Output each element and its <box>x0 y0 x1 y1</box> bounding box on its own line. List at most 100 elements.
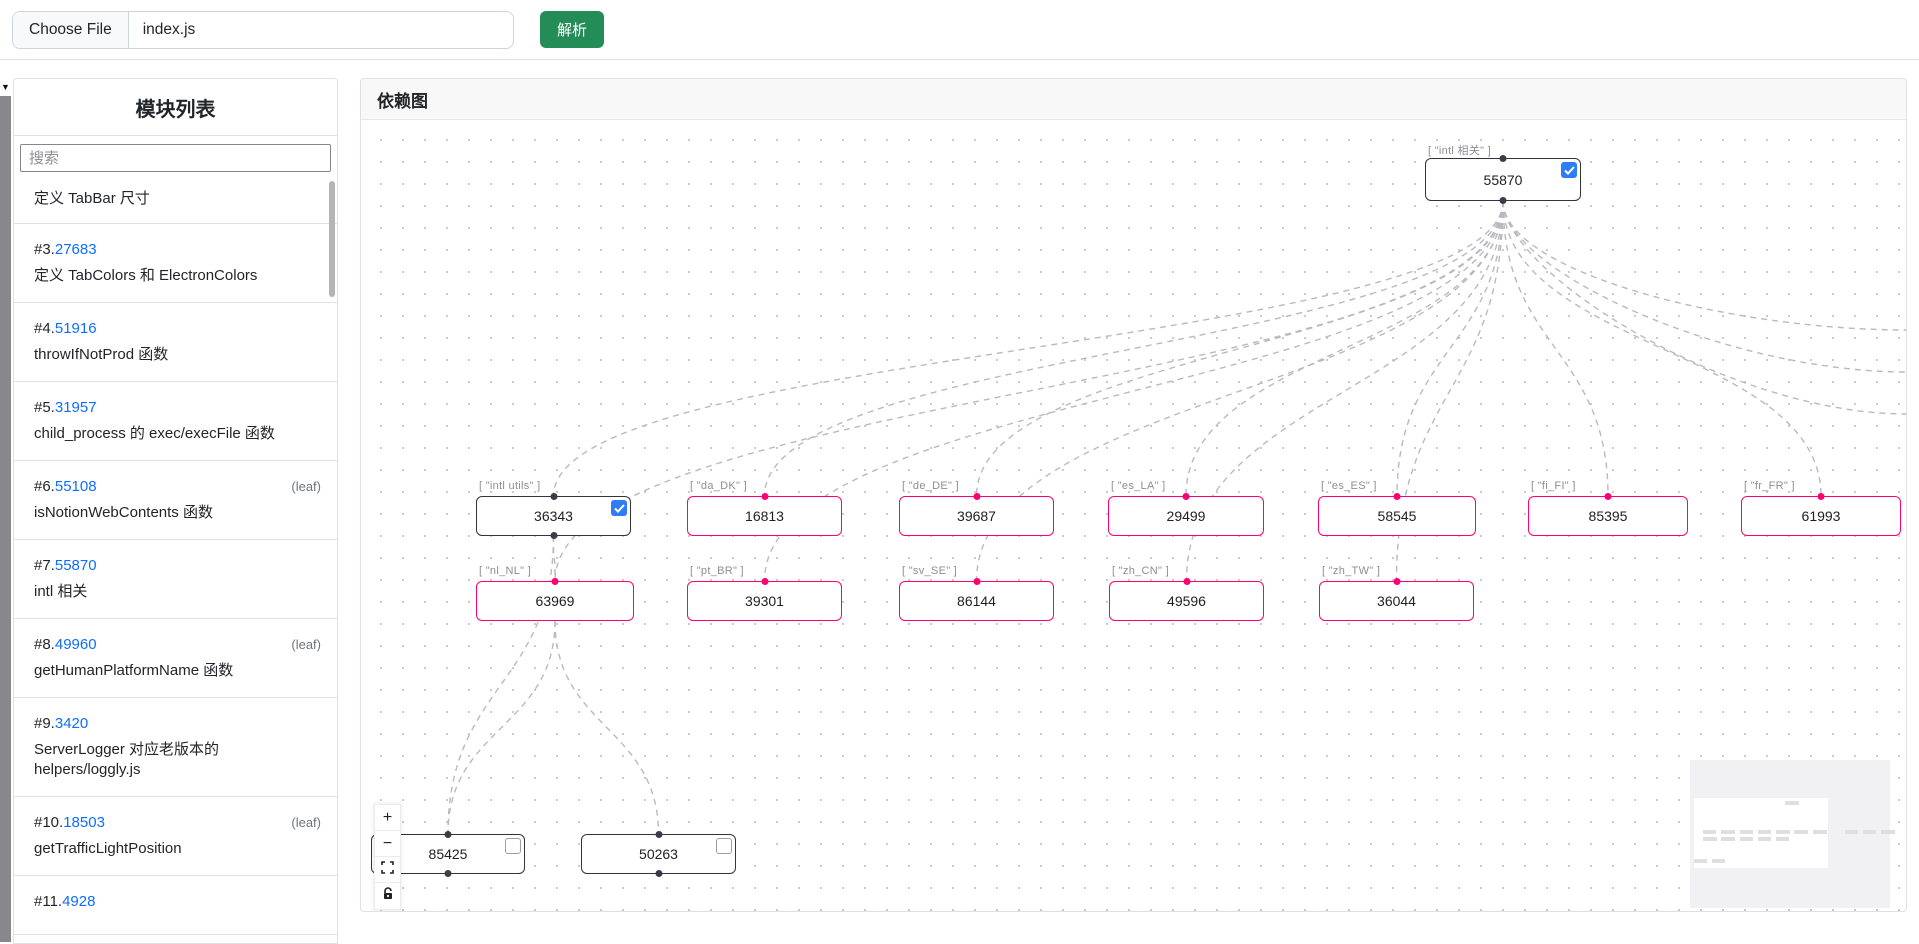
module-list-item[interactable]: #6.55108 (leaf) isNotionWebContents 函数 <box>14 461 337 540</box>
module-list-item[interactable]: #11.4928 <box>14 876 337 935</box>
node-value: 50263 <box>639 846 678 862</box>
top-handle[interactable] <box>655 831 662 838</box>
module-id-link[interactable]: 31957 <box>54 399 97 416</box>
graph-node[interactable]: [ "nl_NL" ] 63969 <box>476 565 634 621</box>
zoom-out-button[interactable]: − <box>375 831 400 857</box>
top-handle[interactable] <box>1393 493 1401 500</box>
graph-title: 依赖图 <box>361 79 1906 120</box>
top-handle[interactable] <box>444 831 452 838</box>
sidebar-collapse-strip[interactable]: ▼ <box>0 78 11 942</box>
node-value: 49596 <box>1167 593 1206 609</box>
graph-node[interactable]: [ "intl 相关" ] 55870 <box>1425 145 1581 204</box>
module-id-link[interactable]: 51916 <box>54 320 97 337</box>
top-handle[interactable] <box>1393 578 1400 585</box>
bottom-handle[interactable] <box>655 870 662 877</box>
module-list-item[interactable]: #3.27683 定义 TabColors 和 ElectronColors <box>14 224 337 303</box>
module-number-line: #9.3420 <box>34 714 317 734</box>
minimap-node <box>1693 859 1708 863</box>
node-label: [ "fi_FI" ] <box>1531 480 1576 492</box>
choose-file-button[interactable]: Choose File <box>13 11 129 48</box>
graph-node[interactable]: [ "sv_SE" ] 86144 <box>899 565 1054 621</box>
minimap-node <box>1776 837 1790 842</box>
top-handle[interactable] <box>1604 493 1612 500</box>
module-title: 定义 TabColors 和 ElectronColors <box>34 267 258 284</box>
top-handle[interactable] <box>973 493 980 500</box>
graph-node[interactable]: [ "fi_FI" ] 85395 <box>1528 480 1688 536</box>
lock-toggle-button[interactable] <box>375 883 400 909</box>
graph-minimap[interactable] <box>1690 760 1895 908</box>
minimap-node <box>1703 837 1717 842</box>
leaf-badge: (leaf) <box>291 637 321 652</box>
node-value: 61993 <box>1801 508 1841 524</box>
search-input[interactable] <box>20 144 331 172</box>
list-scrollbar-thumb[interactable] <box>329 181 335 297</box>
top-handle[interactable] <box>761 578 768 585</box>
node-value: 39301 <box>745 593 784 609</box>
file-input[interactable]: Choose File index.js <box>12 10 514 49</box>
node-checkbox[interactable] <box>716 838 732 854</box>
minimap-node <box>1776 830 1790 834</box>
module-id-link[interactable]: 49960 <box>54 636 97 653</box>
graph-node[interactable]: 50263 <box>581 831 736 877</box>
fit-view-button[interactable] <box>375 857 400 883</box>
top-handle[interactable] <box>1183 578 1190 585</box>
module-list-item[interactable]: #10.18503 (leaf) getTrafficLightPosition <box>14 797 337 876</box>
bottom-handle[interactable] <box>1499 197 1507 204</box>
node-label: [ "intl 相关" ] <box>1428 145 1492 157</box>
module-id-link[interactable]: 27683 <box>54 241 97 258</box>
leaf-badge: (leaf) <box>291 815 321 830</box>
top-handle[interactable] <box>1817 493 1825 500</box>
dependency-edge <box>447 620 556 835</box>
module-list-item[interactable]: #7.55870 intl 相关 <box>14 540 337 619</box>
module-id-link[interactable]: 3420 <box>54 715 89 732</box>
minimap-node <box>1739 830 1754 834</box>
top-handle[interactable] <box>550 493 557 500</box>
minimap-node <box>1757 830 1772 834</box>
node-checkbox[interactable] <box>505 838 521 854</box>
module-list-item[interactable]: #9.3420 ServerLogger 对应老版本的 helpers/logg… <box>14 698 337 797</box>
module-list-item[interactable]: #5.31957 child_process 的 exec/execFile 函… <box>14 382 337 461</box>
minimap-node <box>1785 801 1799 805</box>
top-handle[interactable] <box>1499 155 1507 162</box>
graph-node[interactable]: [ "de_DE" ] 39687 <box>899 480 1054 536</box>
node-value: 36044 <box>1377 593 1416 609</box>
graph-canvas[interactable]: + − <box>361 120 1906 911</box>
bottom-handle[interactable] <box>444 870 452 877</box>
graph-node[interactable]: [ "da_DK" ] 16813 <box>687 480 842 536</box>
module-list-item[interactable]: #8.49960 (leaf) getHumanPlatformName 函数 <box>14 619 337 698</box>
node-label: [ "intl utils" ] <box>479 480 541 492</box>
top-handle[interactable] <box>973 578 980 585</box>
collapse-triangle-icon[interactable]: ▼ <box>0 78 11 96</box>
graph-node[interactable]: [ "pt_BR" ] 39301 <box>687 565 842 621</box>
module-sidebar: 模块列表 定义 TabBar 尺寸 #3.27683 定义 TabColors … <box>13 78 338 944</box>
module-list-item[interactable]: 定义 TabBar 尺寸 <box>14 175 337 224</box>
zoom-in-button[interactable]: + <box>375 805 400 831</box>
module-id-link[interactable]: 55870 <box>54 557 97 574</box>
module-number-line: #7.55870 <box>34 556 317 576</box>
minimap-node <box>1812 830 1827 834</box>
top-handle[interactable] <box>1182 493 1190 500</box>
module-id-link[interactable]: 18503 <box>63 814 105 831</box>
graph-node[interactable]: [ "es_LA" ] 29499 <box>1108 480 1264 536</box>
graph-node[interactable]: [ "zh_CN" ] 49596 <box>1109 565 1264 621</box>
bottom-handle[interactable] <box>550 532 557 539</box>
module-title: 定义 TabBar 尺寸 <box>34 190 150 207</box>
module-number: #10. <box>34 814 64 831</box>
graph-node[interactable]: [ "intl utils" ] 36343 <box>476 480 631 539</box>
top-handle[interactable] <box>761 493 768 500</box>
module-id-link[interactable]: 55108 <box>54 478 97 495</box>
module-list-item[interactable]: #4.51916 throwIfNotProd 函数 <box>14 303 337 382</box>
node-checkbox[interactable] <box>611 500 627 516</box>
top-handle[interactable] <box>551 578 559 585</box>
graph-node[interactable]: [ "es_ES" ] 58545 <box>1318 480 1476 536</box>
node-checkbox[interactable] <box>1561 162 1577 178</box>
graph-node[interactable]: [ "fr_FR" ] 61993 <box>1741 480 1901 536</box>
module-number: #8. <box>34 636 55 653</box>
module-id-link[interactable]: 4928 <box>62 893 96 910</box>
sidebar-title: 模块列表 <box>14 79 337 136</box>
parse-button[interactable]: 解析 <box>540 11 605 48</box>
module-number: #6. <box>34 478 55 495</box>
graph-node[interactable]: [ "zh_TW" ] 36044 <box>1319 565 1474 621</box>
minimap-node <box>1739 837 1754 842</box>
minimap-node <box>1721 837 1735 842</box>
